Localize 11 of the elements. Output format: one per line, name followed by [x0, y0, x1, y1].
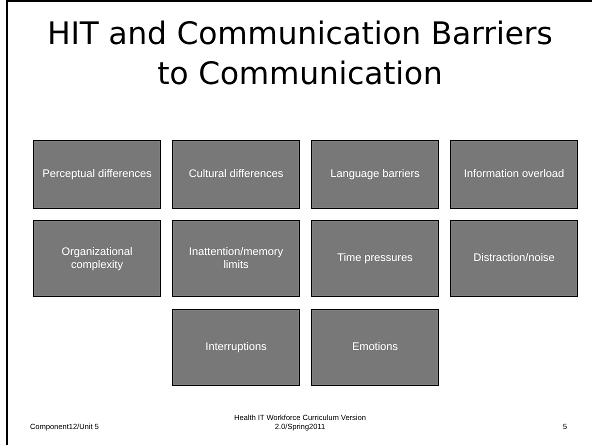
barrier-box: Inattention/memory limits [172, 220, 300, 297]
barrier-box: Perceptual differences [33, 140, 161, 209]
barrier-box: Interruptions [172, 309, 300, 386]
barrier-box: Language barriers [311, 140, 439, 209]
barrier-box: Distraction/noise [450, 220, 578, 297]
barrier-box: Time pressures [311, 220, 439, 297]
barrier-box: Organizational complexity [33, 220, 161, 297]
barrier-box: Cultural differences [172, 140, 300, 209]
barrier-box: Emotions [311, 309, 439, 386]
slide-title: HIT and Communication Barriers to Communication [46, 15, 554, 94]
barrier-box: Information overload [450, 140, 578, 209]
